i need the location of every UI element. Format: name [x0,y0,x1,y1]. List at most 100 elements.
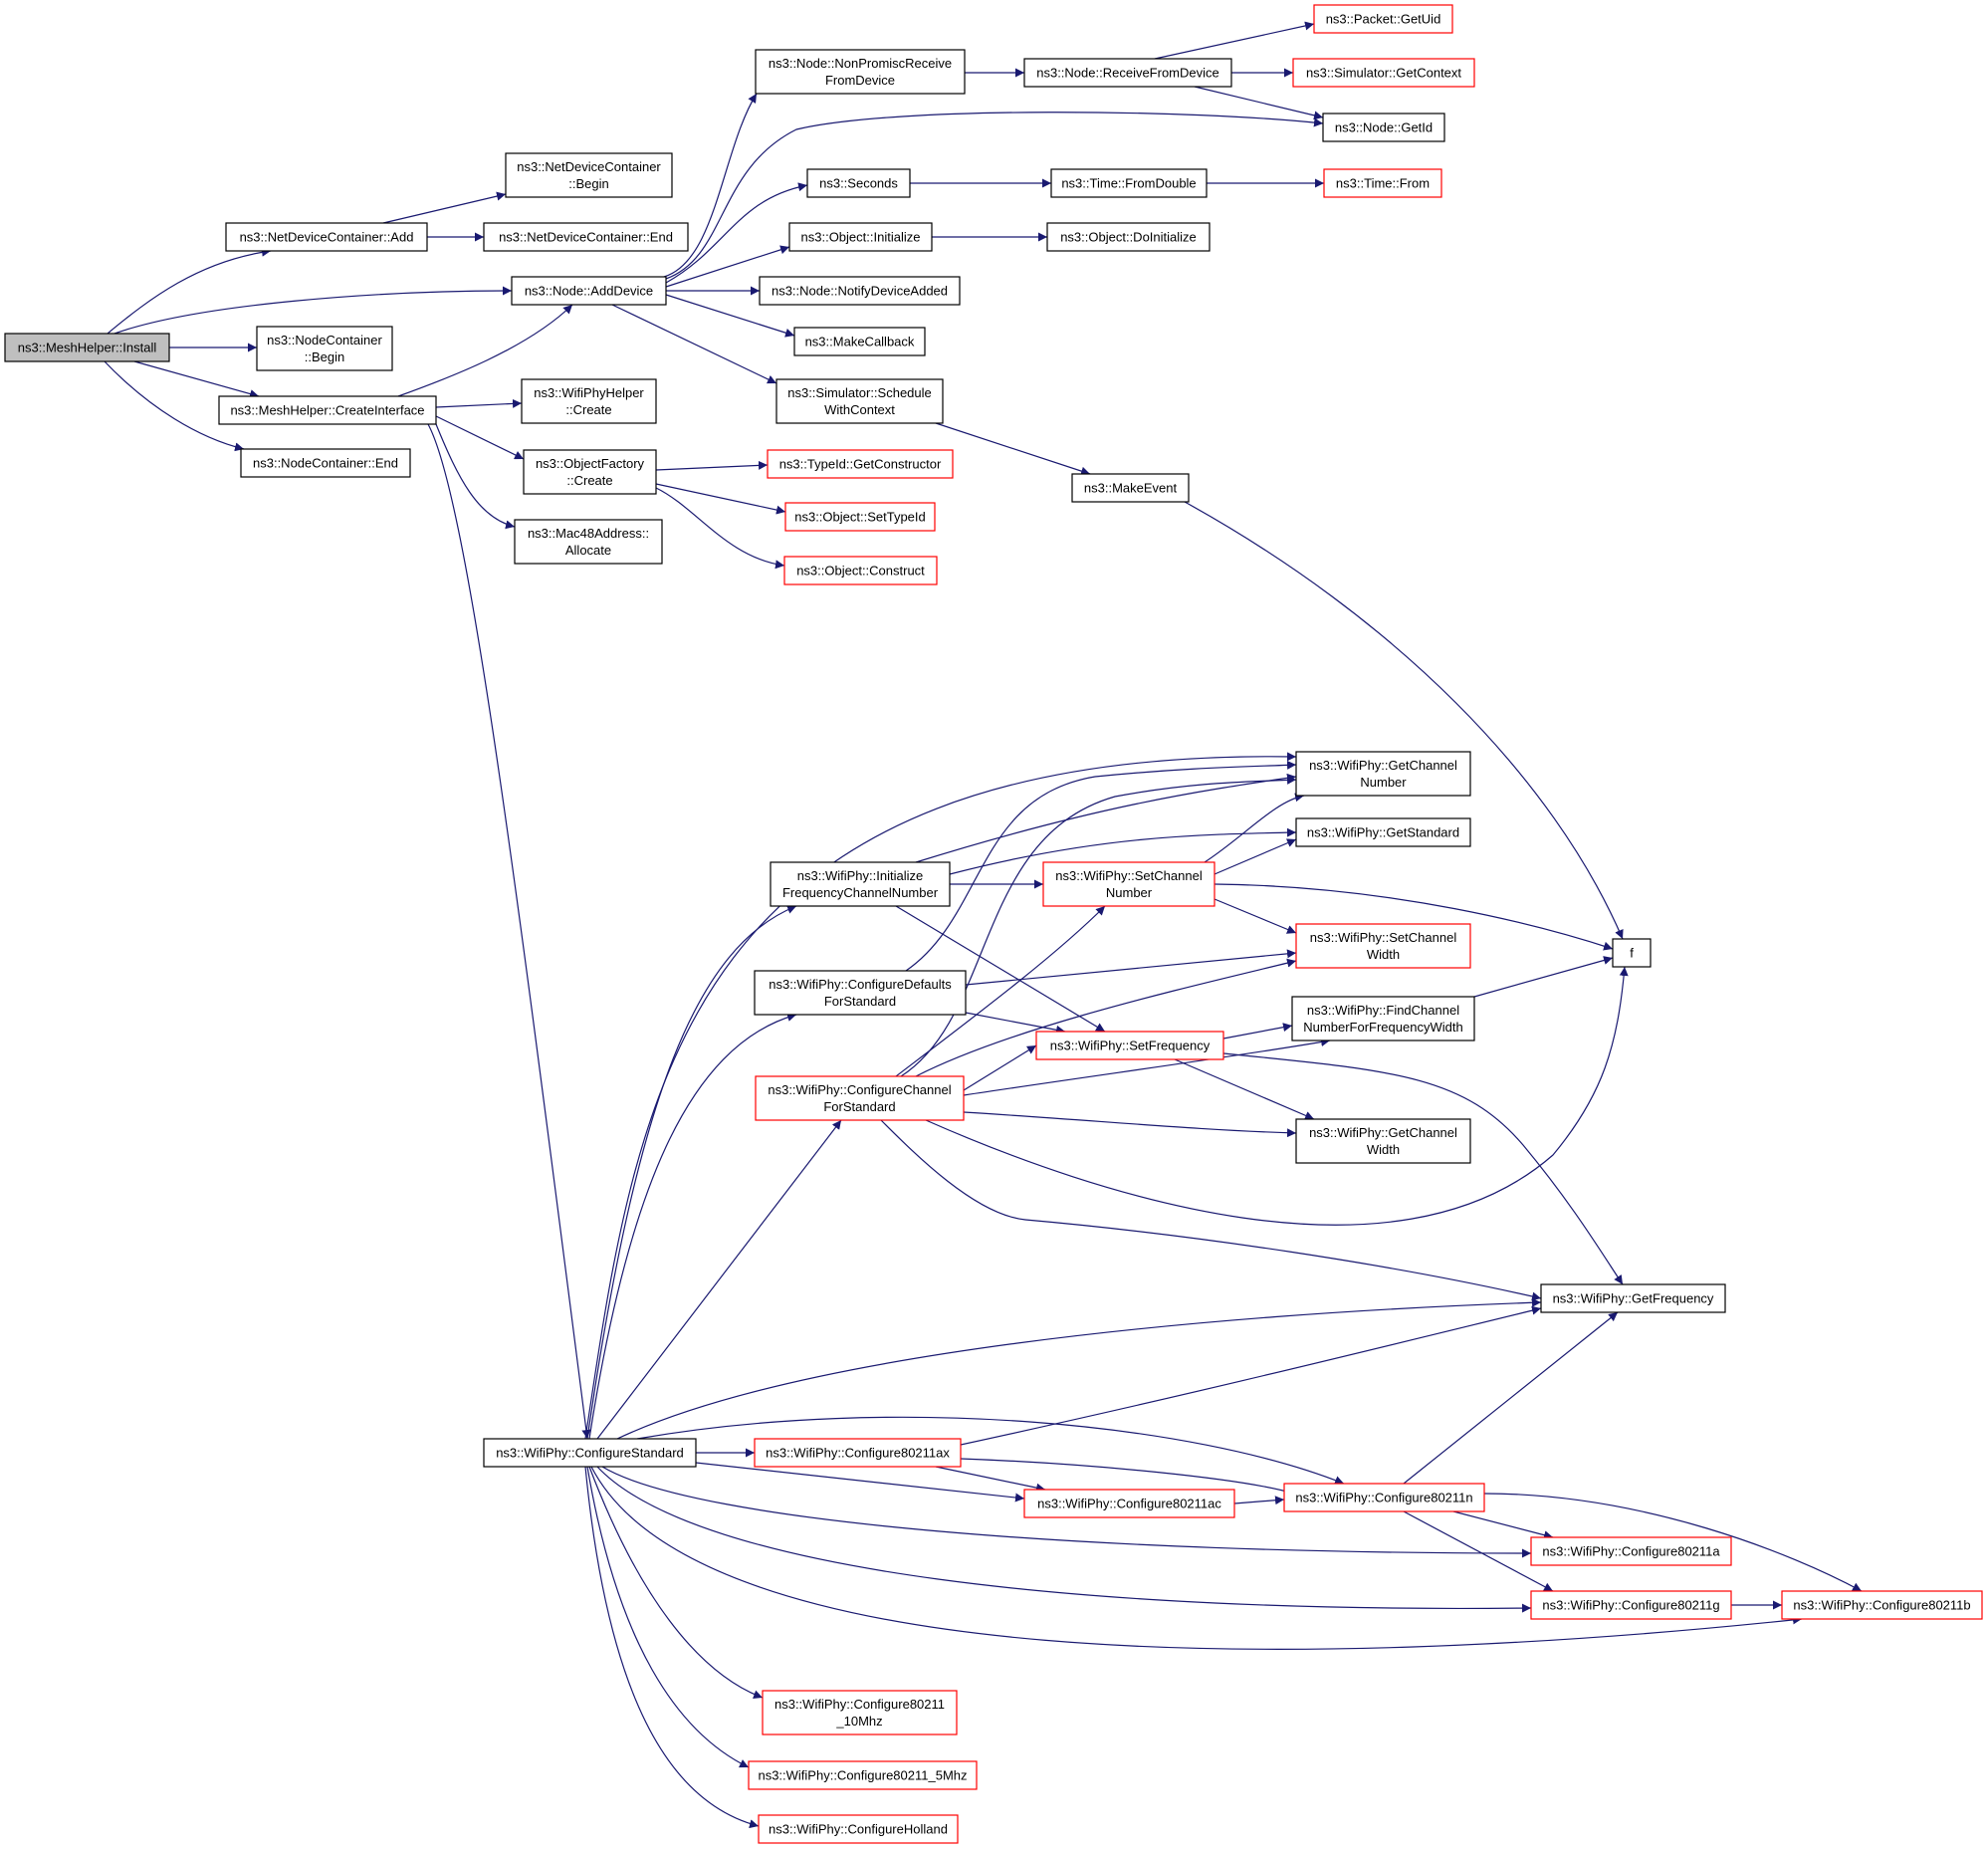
node-box [775,378,944,424]
node-label: ns3::WifiPhy::ConfigureHolland [769,1822,948,1837]
node-f[interactable]: f [1612,938,1652,968]
node-label: ns3::WifiPhy::ConfigureChannel [768,1082,951,1097]
edge-install-to-ndc_add [107,247,272,335]
node-c80211_5[interactable]: ns3::WifiPhy::Configure80211_5Mhz [748,1760,978,1790]
node-label: ns3::Time::From [1336,176,1430,191]
node-box [1530,1536,1732,1566]
node-box [762,1690,958,1735]
node-box [4,333,170,362]
node-label: f [1630,946,1634,961]
node-configurestandard[interactable]: ns3::WifiPhy::ConfigureStandard [483,1438,697,1468]
node-box [755,49,966,95]
node-box [1540,1283,1726,1313]
node-time_from[interactable]: ns3::Time::From [1323,168,1442,198]
node-time_fromdouble[interactable]: ns3::Time::FromDouble [1050,168,1208,198]
node-label: FromDevice [825,73,895,88]
edge-node_adddevice-to-node_getid [665,112,1324,280]
node-label: ns3::MakeCallback [805,335,915,349]
node-c80211b[interactable]: ns3::WifiPhy::Configure80211b [1781,1590,1983,1620]
node-c80211ac[interactable]: ns3::WifiPhy::Configure80211ac [1023,1489,1235,1518]
node-label: ns3::NetDeviceContainer::End [499,230,673,245]
node-holland[interactable]: ns3::WifiPhy::ConfigureHolland [758,1814,959,1844]
edge-c80211n-to-c80211b [1483,1493,1863,1592]
node-label: Number [1360,775,1407,790]
node-label: Allocate [565,543,611,558]
node-box [1295,1118,1471,1164]
node-install[interactable]: ns3::MeshHelper::Install [4,333,170,362]
node-c80211n[interactable]: ns3::WifiPhy::Configure80211n [1283,1483,1485,1512]
node-ndc_add[interactable]: ns3::NetDeviceContainer::Add [225,222,428,252]
node-packet_getuid[interactable]: ns3::Packet::GetUid [1313,4,1453,34]
node-getfrequency[interactable]: ns3::WifiPhy::GetFrequency [1540,1283,1726,1313]
edge-configurestandard-to-c80211_10 [588,1466,764,1700]
node-label: ns3::Node::ReceiveFromDevice [1036,66,1219,81]
node-label: ns3::Object::Initialize [801,230,921,245]
edge-configchannel-to-setfrequency [963,1044,1037,1091]
node-configdefaults[interactable]: ns3::WifiPhy::ConfigureDefaultsForStanda… [754,970,967,1016]
node-findchannel[interactable]: ns3::WifiPhy::FindChannelNumberForFreque… [1291,996,1475,1041]
node-init_freqchan[interactable]: ns3::WifiPhy::InitializeFrequencyChannel… [770,861,951,907]
node-label: ns3::WifiPhy::Configure80211a [1542,1544,1720,1559]
edge-configurestandard-to-c80211a [601,1466,1532,1558]
node-configchannel[interactable]: ns3::WifiPhy::ConfigureChannelForStandar… [755,1075,965,1121]
edge-c80211ac-to-c80211n [1233,1496,1285,1505]
node-label: ns3::Object::SetTypeId [794,510,926,525]
node-obj_initialize[interactable]: ns3::Object::Initialize [788,222,933,252]
node-sim_getcontext[interactable]: ns3::Simulator::GetContext [1292,58,1475,88]
node-obj_settypeid[interactable]: ns3::Object::SetTypeId [784,502,936,532]
node-c80211_10[interactable]: ns3::WifiPhy::Configure80211_10Mhz [762,1690,958,1735]
node-typeid_getconstructor[interactable]: ns3::TypeId::GetConstructor [767,449,954,479]
node-c80211ax[interactable]: ns3::WifiPhy::Configure80211ax [754,1438,962,1468]
node-setfrequency[interactable]: ns3::WifiPhy::SetFrequency [1035,1031,1224,1060]
node-label: ns3::Node::GetId [1335,120,1433,135]
node-label: ns3::WifiPhy::Configure80211ax [766,1446,950,1461]
node-label: ns3::MeshHelper::CreateInterface [230,403,424,418]
node-box [754,1438,962,1468]
node-makecallback[interactable]: ns3::MakeCallback [793,327,926,356]
node-label: ns3::WifiPhy::GetChannel [1309,1125,1457,1140]
edge-configurestandard-to-c80211ac [695,1462,1025,1502]
edge-configchannel-to-setchannelnumber [895,905,1106,1077]
node-wifiphyhelper_create[interactable]: ns3::WifiPhyHelper::Create [521,378,657,424]
node-ndc_end[interactable]: ns3::NetDeviceContainer::End [483,222,689,252]
node-c80211g[interactable]: ns3::WifiPhy::Configure80211g [1530,1590,1732,1620]
node-box [1295,817,1471,847]
node-notifydeviceadded[interactable]: ns3::Node::NotifyDeviceAdded [759,276,961,306]
node-c80211a[interactable]: ns3::WifiPhy::Configure80211a [1530,1536,1732,1566]
node-obj_doinitialize[interactable]: ns3::Object::DoInitialize [1046,222,1211,252]
node-ndc_begin[interactable]: ns3::NetDeviceContainer::Begin [505,152,673,198]
node-label: ns3::WifiPhy::GetFrequency [1553,1291,1714,1306]
node-box [483,1438,697,1468]
node-objectfactory_create[interactable]: ns3::ObjectFactory::Create [523,449,657,495]
node-seconds[interactable]: ns3::Seconds [806,168,911,198]
node-mac48_allocate[interactable]: ns3::Mac48Address::Allocate [514,519,663,565]
node-box [1291,996,1475,1041]
node-label: ns3::WifiPhy::Configure80211 [774,1697,945,1712]
edge-objectfactory_create-to-obj_settypeid [655,483,786,515]
node-node_adddevice[interactable]: ns3::Node::AddDevice [511,276,667,306]
edge-configurestandard-to-c80211n [636,1416,1345,1485]
node-makeevent[interactable]: ns3::MakeEvent [1071,473,1190,503]
node-receivefromdevice[interactable]: ns3::Node::ReceiveFromDevice [1023,58,1232,88]
node-obj_construct[interactable]: ns3::Object::Construct [783,556,938,585]
node-node_getid[interactable]: ns3::Node::GetId [1322,113,1445,142]
node-label: ns3::Node::NonPromiscReceive [769,56,952,71]
edge-configurestandard-to-holland [584,1466,760,1829]
node-nc_begin[interactable]: ns3::NodeContainer::Begin [256,326,393,371]
node-label: ns3::Node::AddDevice [525,284,653,299]
node-nc_end[interactable]: ns3::NodeContainer::End [240,448,411,478]
node-label: ns3::Mac48Address:: [528,526,649,541]
node-label: ForStandard [824,994,896,1009]
node-label: ns3::WifiPhy::SetChannel [1055,868,1203,883]
node-box [767,449,954,479]
node-createinterface[interactable]: ns3::MeshHelper::CreateInterface [218,395,437,425]
node-label: Width [1367,1142,1400,1157]
node-getstandard[interactable]: ns3::WifiPhy::GetStandard [1295,817,1471,847]
